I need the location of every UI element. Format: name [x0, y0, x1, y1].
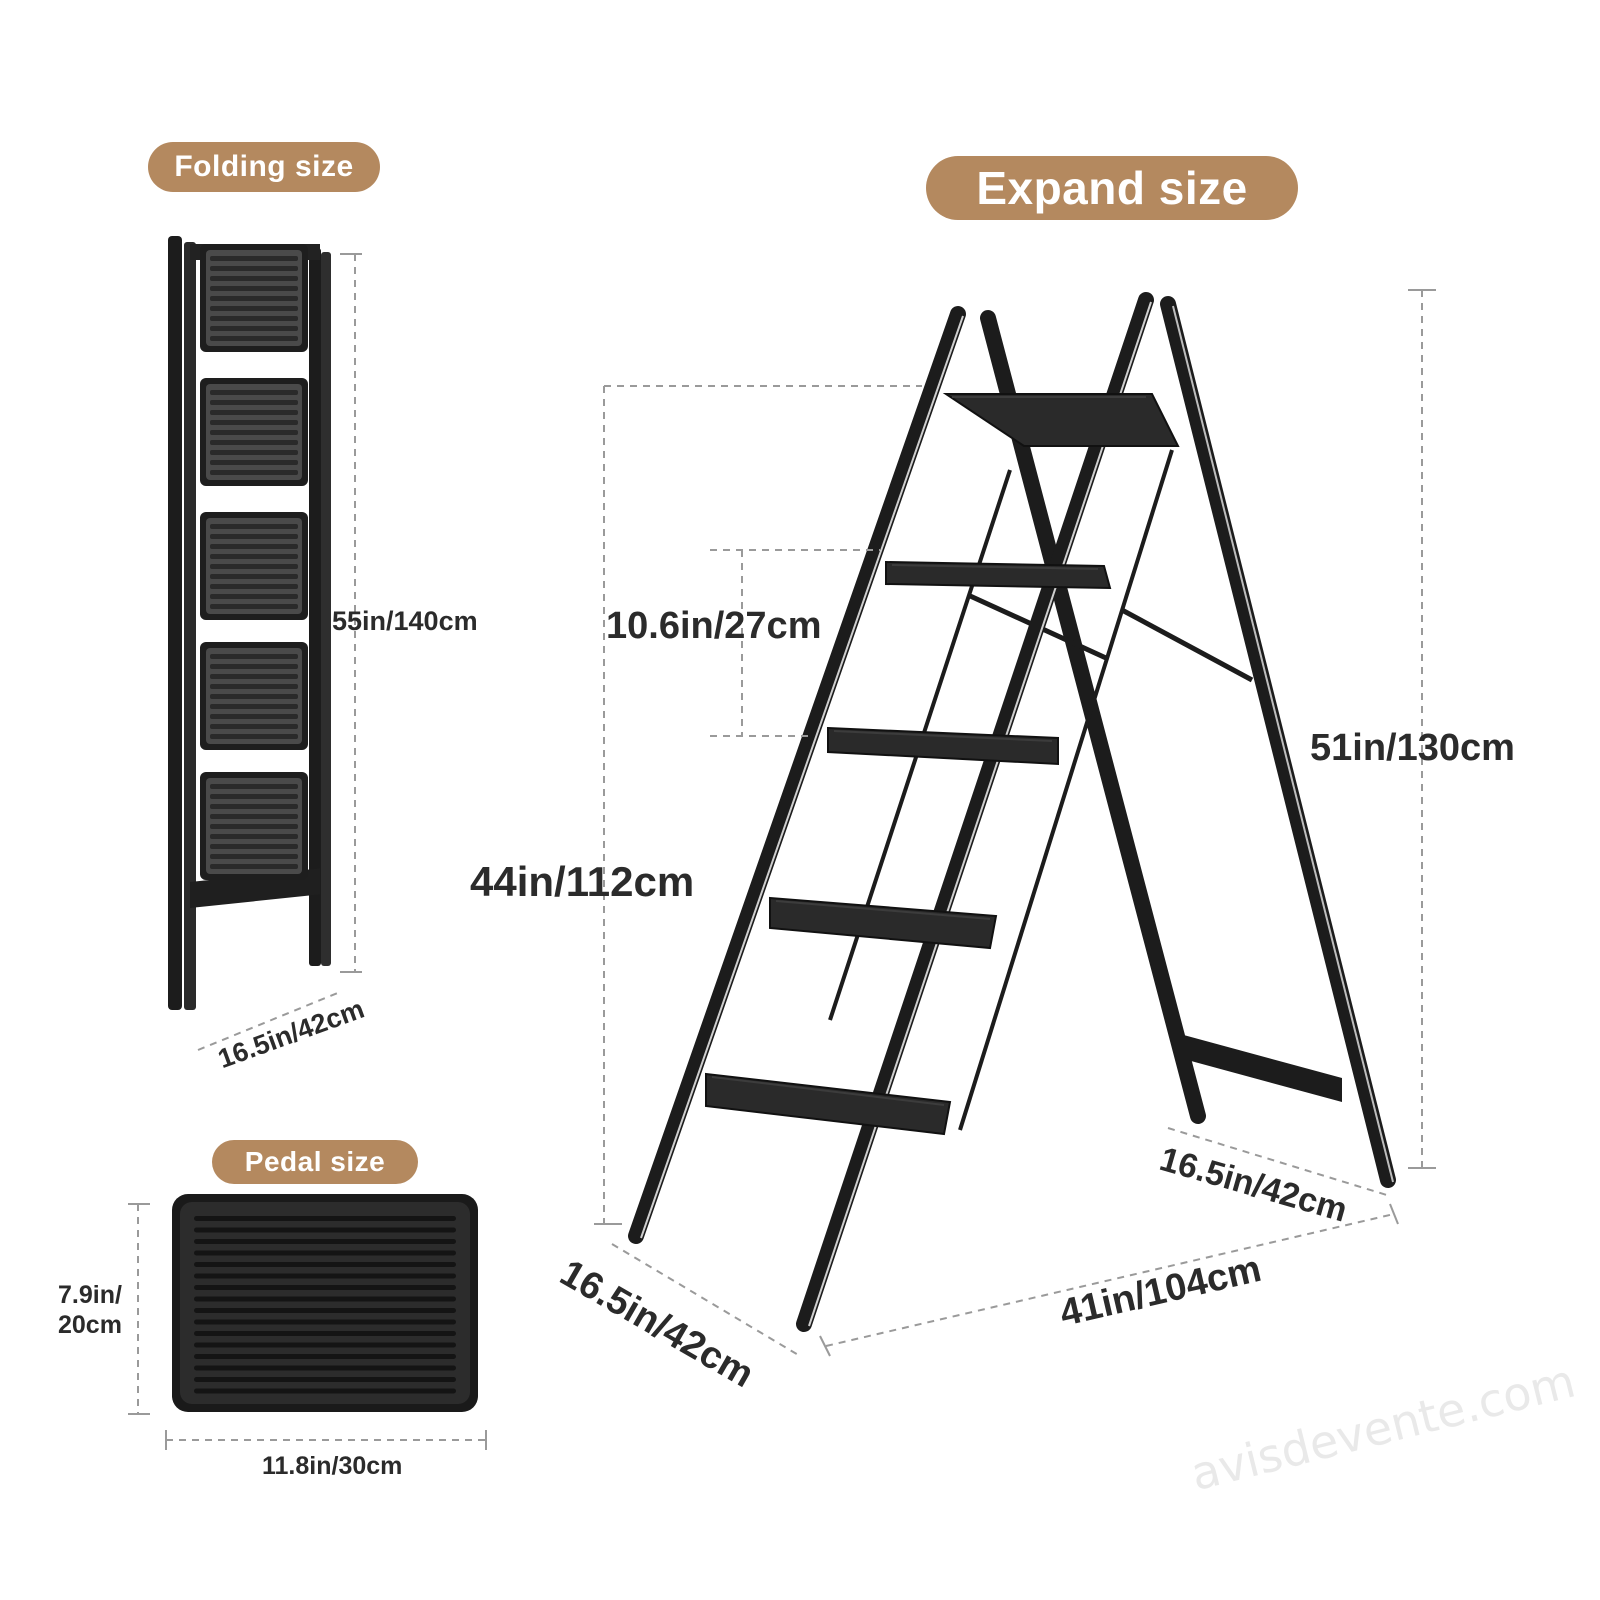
pedal-rib: [194, 1365, 456, 1371]
pedal-rib: [194, 1319, 456, 1325]
pedal-size-heading-label: Pedal size: [244, 1146, 386, 1177]
pedal-height-line-2: 20cm: [58, 1311, 122, 1339]
pedal-rib: [194, 1342, 456, 1348]
pedal-rib: [194, 1285, 456, 1290]
expanded-dimension-lines: [594, 289, 1436, 1357]
expand-size-heading: Expand size: [926, 156, 1298, 220]
pedal-size-heading: Pedal size: [212, 1140, 418, 1184]
pedal-ribs: [194, 1216, 456, 1394]
pedal-rib: [194, 1354, 456, 1359]
pedal-rib: [194, 1239, 456, 1244]
platform-height-label: 44in/112cm: [470, 858, 695, 905]
pedal-rib: [194, 1262, 456, 1267]
pedal-rib: [194, 1388, 456, 1394]
folding-size-heading: Folding size: [148, 142, 380, 192]
pedal-dimension-lines: [128, 1203, 487, 1450]
folded-ladder-frame: [168, 236, 331, 1010]
folded-tread: [200, 772, 308, 880]
total-height-label: 51in/130cm: [1310, 727, 1515, 769]
pedal-rib: [194, 1227, 456, 1233]
expanded-tread: [885, 560, 1112, 590]
pedal-rib: [194, 1216, 456, 1221]
expanded-tread: [705, 1072, 952, 1136]
folded-tread: [200, 642, 308, 750]
fold-height-label: 55in/140cm: [332, 606, 478, 636]
pedal-width-label: 11.8in/30cm: [262, 1452, 403, 1480]
pedal-rib: [194, 1296, 456, 1302]
pedal-height-line-1: 7.9in/: [58, 1281, 122, 1309]
folded-tread: [200, 512, 308, 620]
expanded-tread: [769, 896, 998, 950]
pedal-illustration: [172, 1194, 478, 1412]
pedal-height-label: 7.9in/ 20cm: [58, 1280, 122, 1340]
pedal-rib: [194, 1250, 456, 1256]
folded-tread: [200, 244, 308, 352]
pedal-rib: [194, 1331, 456, 1336]
folding-size-heading-label: Folding size: [174, 150, 354, 183]
folded-treads: [200, 244, 308, 880]
step-spacing-label: 10.6in/27cm: [606, 605, 822, 647]
pedal-rib: [194, 1308, 456, 1313]
folded-tread: [200, 378, 308, 486]
folded-dimension-lines: [197, 253, 362, 1051]
expanded-tread: [827, 726, 1059, 766]
expanded-treads: [705, 393, 1180, 1136]
expand-size-heading-label: Expand size: [976, 162, 1248, 214]
expanded-tread: [942, 393, 1180, 447]
pedal-rib: [194, 1377, 456, 1382]
expanded-ladder-illustration: [628, 292, 1396, 1332]
pedal-rib: [194, 1273, 456, 1279]
